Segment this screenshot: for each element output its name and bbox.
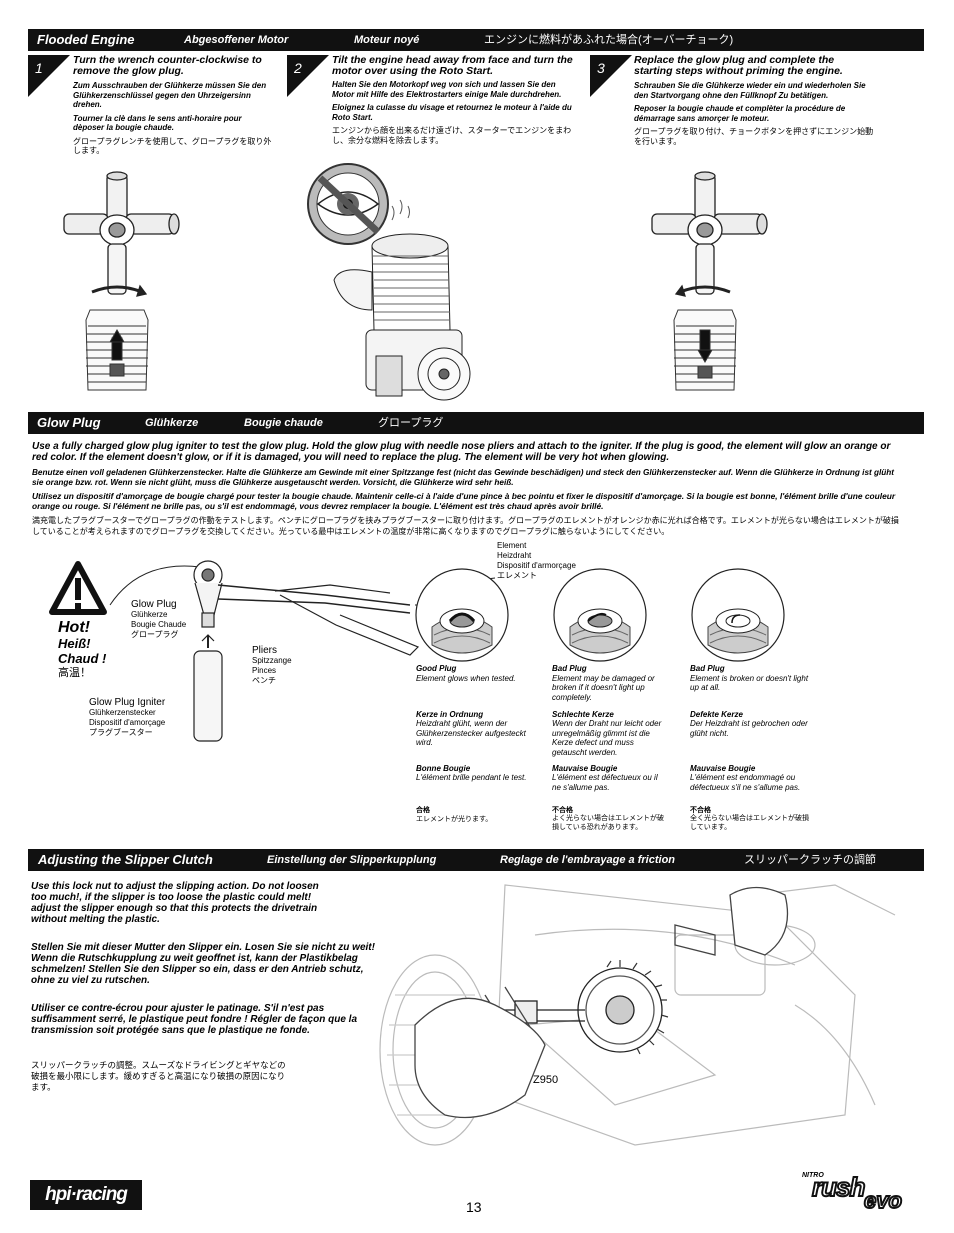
slipper-clutch-header: Adjusting the Slipper Clutch Einstellung…: [28, 849, 924, 871]
step-1-text: Turn the wrench counter-clockwise to rem…: [73, 54, 272, 156]
page-number: 13: [466, 1199, 482, 1215]
igniter-label: Glow Plug Igniter Glühkerzenstecker Disp…: [89, 697, 166, 738]
bad-plug-partial-icon: [553, 568, 647, 662]
slipper-clutch-illustration: [379, 884, 896, 1146]
glow-plug-instructions: Use a fully charged glow plug igniter to…: [32, 441, 899, 536]
slipper-text-jp: スリッパークラッチの調整。スムーズなドライビングとギヤなどの破損を最小限にします…: [31, 1060, 286, 1092]
section-title-de: Glühkerze: [145, 417, 199, 429]
pliers-label: Pliers Spitzzange Pinces ペンチ: [252, 645, 292, 686]
section-title: Adjusting the Slipper Clutch: [38, 852, 213, 867]
section-title: Flooded Engine: [37, 32, 135, 47]
section-title-jp: グロープラグ: [378, 417, 444, 429]
wrench-remove-illustration: [63, 171, 180, 391]
nitro-logo-text: NITRO: [802, 1172, 824, 1179]
section-title-fr: Bougie chaude: [244, 417, 323, 429]
step-2-number: 2: [294, 60, 302, 76]
flooded-engine-header: Flooded Engine Abgesoffener Motor Moteur…: [28, 29, 924, 51]
section-title: Glow Plug: [37, 415, 101, 430]
engine-illustration: [307, 163, 471, 401]
glow-test-diagram: [109, 560, 420, 742]
step-3-number: 3: [597, 60, 605, 76]
section-title-fr: Reglage de l'embrayage a friction: [500, 854, 676, 866]
wrench-replace-illustration: [651, 171, 768, 391]
no-eye-icon: [307, 163, 389, 245]
case-bad-plug-broken: Bad Plug Element is broken or doesn't li…: [690, 664, 809, 831]
section-title-jp: エンジンに燃料があふれた場合(オーバーチョーク): [484, 34, 734, 46]
glow-plug-label: Glow Plug Glühkerze Bougie Chaude グロープラグ: [131, 599, 187, 640]
section-title-fr: Moteur noyé: [354, 34, 420, 46]
step-2-text: Tilt the engine head away from face and …: [332, 54, 573, 145]
hot-warning: Hot! Heiß! Chaud ! 高温！: [58, 619, 107, 680]
evo-wordmark: evo: [863, 1188, 903, 1213]
step-2-marker: [287, 55, 329, 97]
slipper-text-fr: Utiliser ce contre-écrou pour ajuster le…: [31, 1003, 358, 1036]
step-3-text: Replace the glow plug and complete the s…: [634, 54, 874, 146]
glow-plug-header: Glow Plug Glühkerze Bougie chaude グロープラグ: [28, 412, 924, 434]
slipper-text-en: Use this lock nut to adjust the slipping…: [31, 881, 319, 925]
rush-evo-logo: rush evo: [811, 1172, 924, 1214]
case-good-plug: Good Plug Element glows when tested. Ker…: [416, 664, 527, 823]
good-plug-icon: [415, 568, 509, 662]
step-1-number: 1: [35, 60, 43, 76]
hpi-racing-logo: hpi·racing: [30, 1180, 142, 1210]
rush-wordmark: rush: [811, 1172, 866, 1202]
section-title-jp: スリッパークラッチの調節: [744, 854, 876, 866]
step-3-marker: [590, 55, 632, 97]
bad-plug-broken-icon: [691, 568, 785, 662]
part-number: Z950: [533, 1074, 559, 1086]
element-label: Element Heizdraht Dispositif d'armorçage…: [497, 541, 576, 580]
slipper-text-de: Stellen Sie mit dieser Mutter den Slippe…: [31, 942, 375, 986]
step-1-marker: [28, 55, 70, 97]
section-title-de: Einstellung der Slipperkupplung: [267, 854, 437, 866]
warning-icon: [49, 561, 107, 615]
section-title-de: Abgesoffener Motor: [184, 34, 289, 46]
case-bad-plug-partial: Bad Plug Element may be damaged or broke…: [552, 664, 664, 831]
